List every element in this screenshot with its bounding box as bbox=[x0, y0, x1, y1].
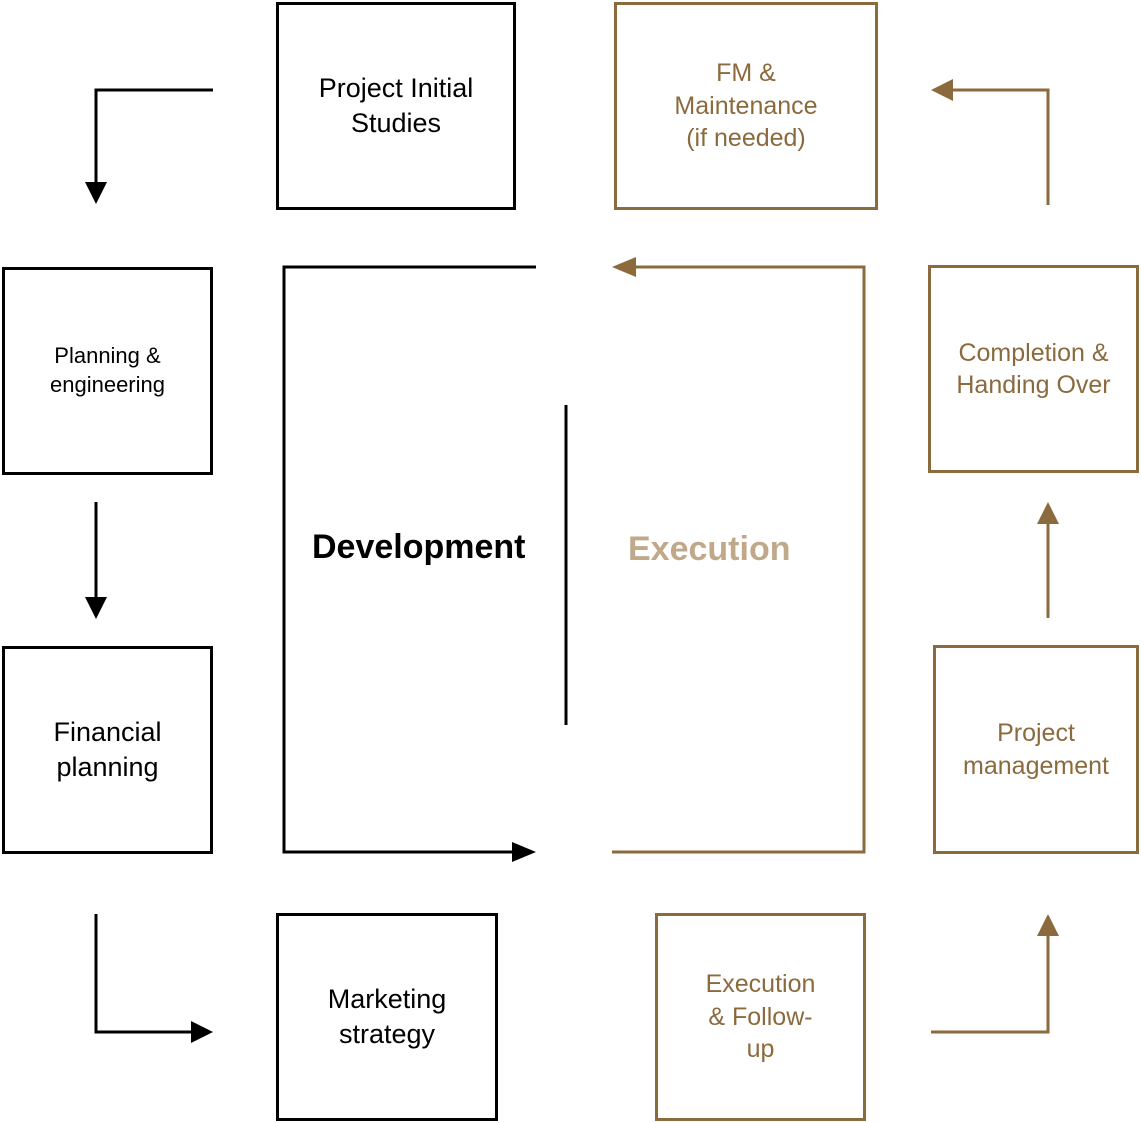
phase-execution-label: Execution bbox=[628, 530, 791, 568]
step-planning-engineering-label: Planning & engineering bbox=[50, 343, 165, 397]
development-bracket-arrowhead bbox=[512, 842, 536, 862]
step-completion-handing-over: Completion & Handing Over bbox=[928, 265, 1139, 473]
arrow-followup-to-management bbox=[931, 914, 1059, 1034]
step-financial-planning-label: Financial planning bbox=[53, 716, 162, 782]
arrow-financial-to-marketing bbox=[94, 914, 213, 1043]
step-project-initial-studies: Project Initial Studies bbox=[276, 2, 516, 210]
step-marketing-strategy: Marketing strategy bbox=[276, 913, 498, 1121]
step-execution-follow-up-label: Execution & Follow- up bbox=[705, 970, 816, 1064]
execution-bracket-arrowhead bbox=[612, 257, 636, 277]
step-financial-planning: Financial planning bbox=[2, 646, 213, 854]
step-completion-handing-over-label: Completion & Handing Over bbox=[956, 338, 1111, 400]
step-execution-follow-up: Execution & Follow- up bbox=[655, 913, 866, 1121]
step-marketing-strategy-label: Marketing strategy bbox=[327, 983, 447, 1049]
arrow-management-to-completion bbox=[1037, 502, 1059, 618]
arrow-completion-to-maintenance bbox=[931, 79, 1050, 205]
phase-development-label: Development bbox=[312, 528, 526, 566]
step-project-management: Project management bbox=[933, 645, 1139, 854]
development-bracket bbox=[282, 265, 568, 854]
step-project-initial-studies-label: Project Initial Studies bbox=[318, 72, 474, 138]
step-fm-maintenance: FM & Maintenance (if needed) bbox=[614, 2, 878, 210]
arrow-initial-to-planning bbox=[85, 88, 213, 204]
execution-bracket bbox=[612, 265, 866, 854]
step-project-management-label: Project management bbox=[963, 719, 1109, 780]
arrow-planning-to-financial bbox=[85, 502, 107, 619]
step-planning-engineering: Planning & engineering bbox=[2, 267, 213, 475]
step-fm-maintenance-label: FM & Maintenance (if needed) bbox=[674, 59, 818, 153]
